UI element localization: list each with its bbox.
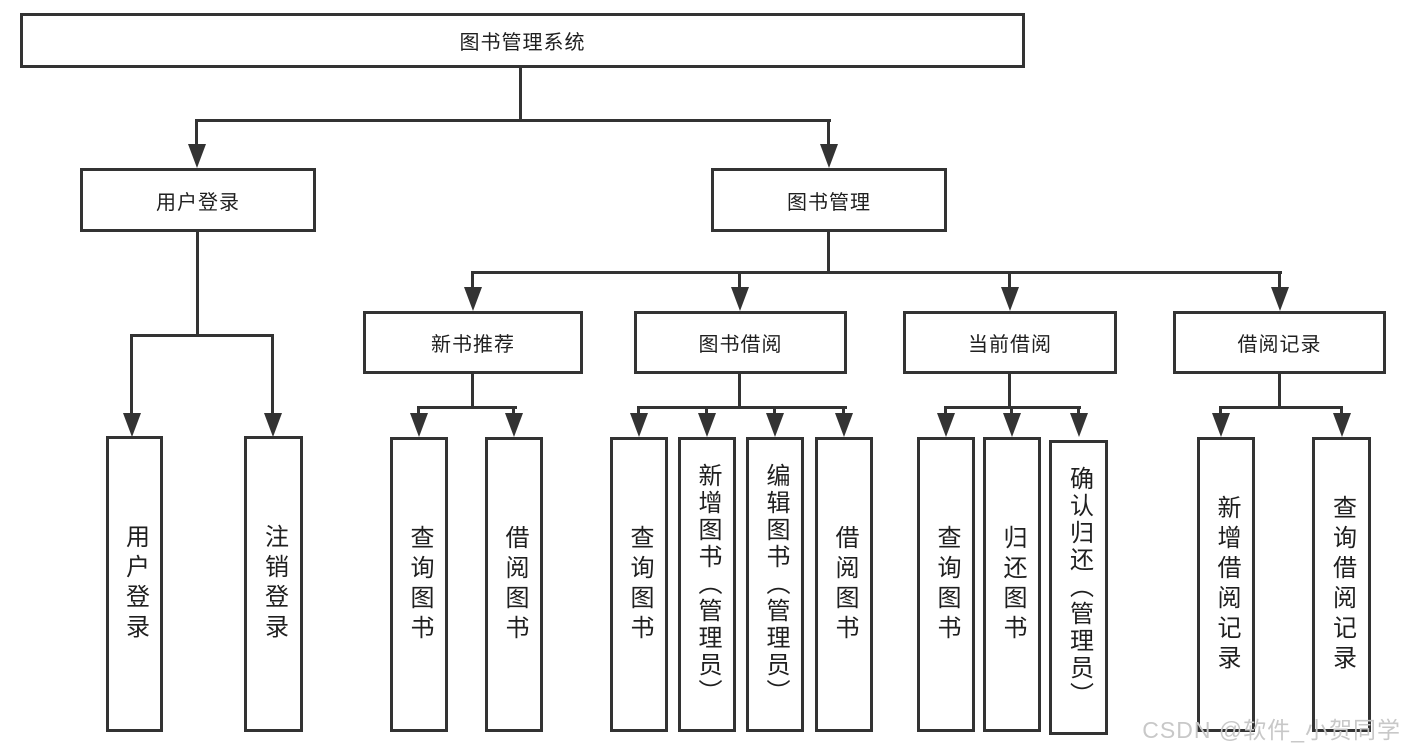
connector-stem — [827, 119, 830, 146]
connector-stem — [738, 271, 741, 289]
csdn-watermark: CSDN @软件_小贺同学 — [1142, 717, 1401, 743]
node-root: 图书管理系统 — [20, 13, 1025, 68]
leaf-records-query-label: 查询借阅记录 — [1328, 494, 1356, 675]
arrowhead-down — [264, 413, 282, 437]
arrowhead-down — [123, 413, 141, 437]
connector-stem — [944, 406, 947, 416]
arrowhead-down — [464, 287, 482, 311]
node-new-book-recommend-label: 新书推荐 — [431, 334, 515, 356]
arrowhead-down — [1333, 413, 1351, 437]
node-book-management-label: 图书管理 — [787, 191, 871, 214]
connector-stem — [1010, 406, 1013, 416]
arrowhead-down — [820, 144, 838, 168]
arrowhead-down — [1003, 413, 1021, 437]
node-current-borrowing-label: 当前借阅 — [968, 334, 1052, 356]
connector-stem — [1077, 406, 1080, 416]
connector-split — [471, 271, 1282, 274]
connector-root-split — [195, 119, 831, 122]
leaf-borrow-book-label: 借阅图书 — [831, 524, 858, 645]
node-root-label: 图书管理系统 — [459, 32, 586, 54]
leaf-borrow-add-admin: 新增图书（管理员） — [678, 437, 736, 732]
node-book-borrowing: 图书借阅 — [634, 311, 847, 374]
node-current-borrowing: 当前借阅 — [903, 311, 1117, 374]
leaf-borrow-add-admin-label: 新增图书（管理员） — [694, 463, 721, 706]
connector-stem — [471, 271, 474, 289]
connector-stem — [196, 232, 199, 337]
arrowhead-down — [731, 287, 749, 311]
node-user-login-label: 用户登录 — [156, 191, 240, 214]
leaf-current-confirm-admin: 确认归还（管理员） — [1049, 440, 1108, 735]
connector-stem — [738, 374, 741, 409]
arrowhead-down — [1212, 413, 1230, 437]
leaf-newbook-query: 查询图书 — [390, 437, 448, 732]
connector-split — [1219, 406, 1343, 409]
leaf-records-add-label: 新增借阅记录 — [1213, 494, 1240, 675]
node-borrowing-records-label: 借阅记录 — [1237, 334, 1322, 356]
connector-stem — [471, 374, 474, 409]
arrowhead-down — [1001, 287, 1019, 311]
leaf-newbook-query-label: 查询图书 — [406, 524, 433, 645]
connector-stem — [512, 406, 515, 416]
leaf-newbook-borrow-label: 借阅图书 — [501, 524, 528, 645]
connector-stem — [827, 232, 830, 274]
arrowhead-down — [410, 413, 428, 437]
leaf-current-return-label: 归还图书 — [999, 524, 1026, 645]
node-new-book-recommend: 新书推荐 — [363, 311, 583, 374]
arrowhead-down — [188, 144, 206, 168]
leaf-records-query: 查询借阅记录 — [1312, 437, 1371, 732]
connector-stem — [195, 119, 198, 146]
connector-stem — [1008, 271, 1011, 289]
connector-stem — [842, 406, 845, 416]
leaf-user-login-label: 用户登录 — [121, 524, 149, 644]
connector-split — [130, 334, 274, 337]
node-user-login: 用户登录 — [80, 168, 316, 232]
arrowhead-down — [1070, 413, 1088, 437]
arrowhead-down — [698, 413, 716, 437]
connector-stem — [1278, 374, 1281, 409]
connector-stem — [417, 406, 420, 416]
leaf-records-add: 新增借阅记录 — [1197, 437, 1255, 732]
connector-stem — [271, 334, 274, 414]
connector-split — [417, 406, 517, 409]
leaf-borrow-edit-admin: 编辑图书（管理员） — [746, 437, 804, 732]
arrowhead-down — [1271, 287, 1289, 311]
arrowhead-down — [630, 413, 648, 437]
connector-stem — [130, 334, 133, 414]
leaf-logout: 注销登录 — [244, 436, 303, 732]
arrowhead-down — [835, 413, 853, 437]
leaf-borrow-book: 借阅图书 — [815, 437, 873, 732]
node-book-borrowing-label: 图书借阅 — [698, 334, 783, 356]
connector-stem — [773, 406, 776, 416]
arrowhead-down — [766, 413, 784, 437]
connector-stem — [1219, 406, 1222, 416]
node-book-management: 图书管理 — [711, 168, 947, 232]
leaf-logout-label: 注销登录 — [260, 524, 288, 644]
leaf-borrow-query-label: 查询图书 — [626, 524, 653, 645]
leaf-current-return: 归还图书 — [983, 437, 1041, 732]
connector-root-stem — [519, 66, 522, 122]
leaf-current-query-label: 查询图书 — [933, 524, 960, 645]
leaf-current-confirm-admin-label: 确认归还（管理员） — [1065, 466, 1093, 709]
leaf-newbook-borrow: 借阅图书 — [485, 437, 543, 732]
leaf-borrow-query: 查询图书 — [610, 437, 668, 732]
connector-split — [637, 406, 847, 409]
leaf-current-query: 查询图书 — [917, 437, 975, 732]
connector-stem — [1340, 406, 1343, 416]
arrowhead-down — [937, 413, 955, 437]
arrowhead-down — [505, 413, 523, 437]
connector-stem — [1008, 374, 1011, 409]
connector-stem — [637, 406, 640, 416]
leaf-user-login: 用户登录 — [106, 436, 163, 732]
connector-stem — [705, 406, 708, 416]
leaf-borrow-edit-admin-label: 编辑图书（管理员） — [762, 463, 789, 706]
connector-stem — [1278, 271, 1281, 289]
node-borrowing-records: 借阅记录 — [1173, 311, 1386, 374]
